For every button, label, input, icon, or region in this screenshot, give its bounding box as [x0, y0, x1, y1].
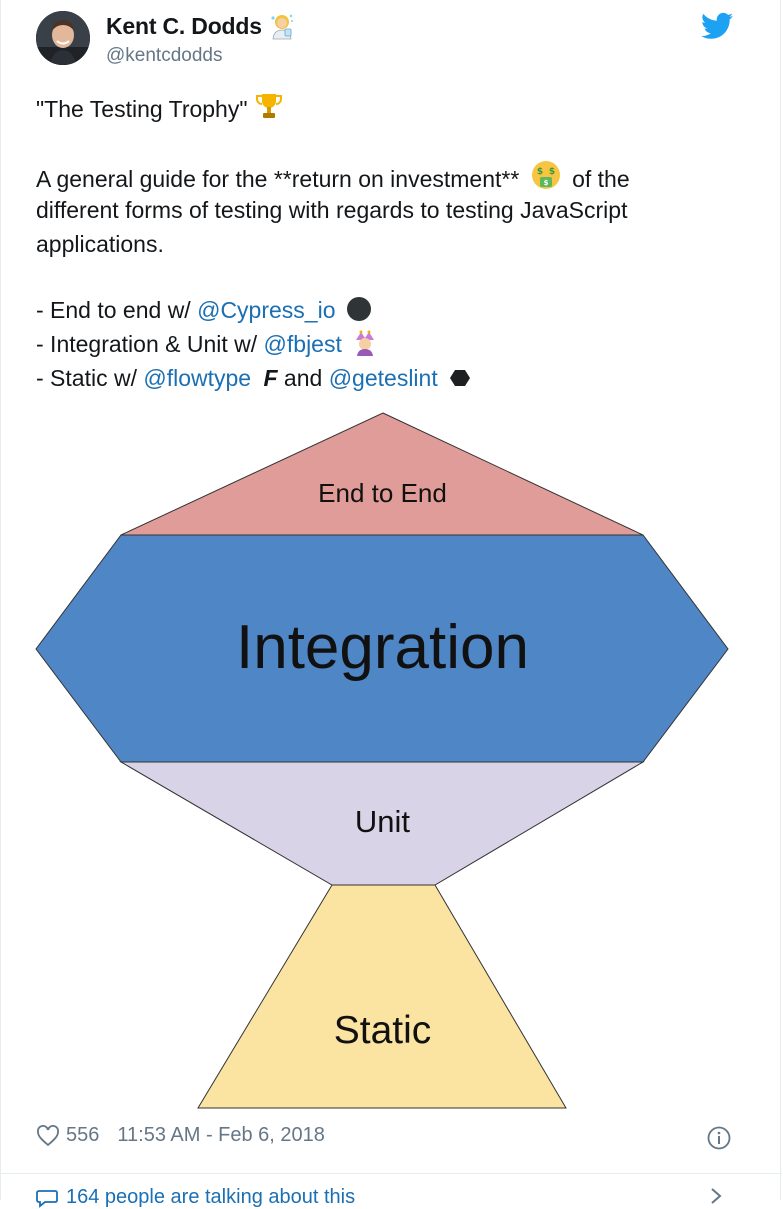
chevron-right-icon[interactable]	[708, 1186, 724, 1206]
bullet-static-middle: and	[277, 365, 329, 391]
avatar-photo-icon	[36, 11, 90, 65]
bullet-integration-unit: - Integration & Unit w/ @fbjest	[36, 327, 378, 361]
conversation-link[interactable]: 164 people are talking about this	[36, 1186, 355, 1209]
bullet-prefix: - Integration & Unit w/	[36, 331, 264, 357]
jester-emoji-icon	[356, 330, 375, 356]
layer-integration-label: Integration	[236, 613, 529, 682]
bullet-static: - Static w/ @flowtype F and @geteslint	[36, 361, 472, 395]
tweet-paragraph-line-3: applications.	[36, 231, 164, 257]
paragraph-text-1a: A general guide for the **return on inve…	[36, 166, 520, 192]
mention-cypress[interactable]: @Cypress_io	[197, 297, 336, 323]
layer-static-shape	[197, 884, 567, 1109]
layer-static-label: Static	[333, 1009, 432, 1052]
like-count[interactable]: 556	[66, 1124, 100, 1146]
footer-divider	[1, 1173, 782, 1174]
twitter-bird-icon[interactable]	[701, 12, 733, 40]
testing-trophy-diagram[interactable]	[1, 408, 783, 1110]
author-display-name[interactable]: Kent C. Dodds	[106, 12, 262, 39]
tweet-footer: 556 11:53 AM - Feb 6, 2018	[36, 1124, 325, 1147]
money-mouth-face-emoji-icon: $ $ $	[531, 161, 560, 189]
tweet-paragraph-line-1: A general guide for the **return on inve…	[36, 159, 630, 196]
bullet-end-to-end: - End to end w/ @Cypress_io	[36, 293, 372, 327]
trophy-emoji-icon	[255, 94, 282, 118]
conversation-text: 164 people are talking about this	[66, 1186, 356, 1208]
bullet-prefix: - Static w/	[36, 365, 144, 391]
layer-unit-label: Unit	[354, 804, 411, 839]
info-icon[interactable]	[707, 1126, 731, 1150]
svg-text:$: $	[543, 179, 548, 187]
svg-text:$: $	[549, 167, 555, 177]
flow-logo-glyph: F	[263, 365, 278, 391]
tweet-title-line: "The Testing Trophy"	[36, 91, 284, 126]
scientist-emoji-icon	[271, 14, 293, 40]
avatar[interactable]	[36, 11, 90, 65]
heart-icon[interactable]	[36, 1124, 60, 1147]
bullet-prefix: - End to end w/	[36, 297, 198, 323]
author-handle[interactable]: @kentcdodds	[106, 45, 223, 66]
black-circle-icon	[346, 297, 371, 321]
tweet-timestamp[interactable]: 11:53 AM - Feb 6, 2018	[117, 1124, 325, 1146]
svg-text:$: $	[537, 167, 543, 177]
speech-bubble-icon	[36, 1189, 58, 1208]
mention-geteslint[interactable]: @geteslint	[328, 365, 438, 391]
layer-end-to-end-shape	[120, 412, 644, 536]
author-name-row[interactable]: Kent C. Dodds	[106, 12, 296, 40]
paragraph-text-1b: of the	[572, 166, 630, 192]
tweet-paragraph-line-2: different forms of testing with regards …	[36, 197, 628, 223]
layer-end-to-end-label: End to End	[318, 478, 447, 508]
tweet-title-text: "The Testing Trophy"	[36, 96, 248, 122]
black-hexagon-icon	[450, 370, 471, 386]
mention-fbjest[interactable]: @fbjest	[263, 331, 342, 357]
mention-flowtype[interactable]: @flowtype	[143, 365, 252, 391]
